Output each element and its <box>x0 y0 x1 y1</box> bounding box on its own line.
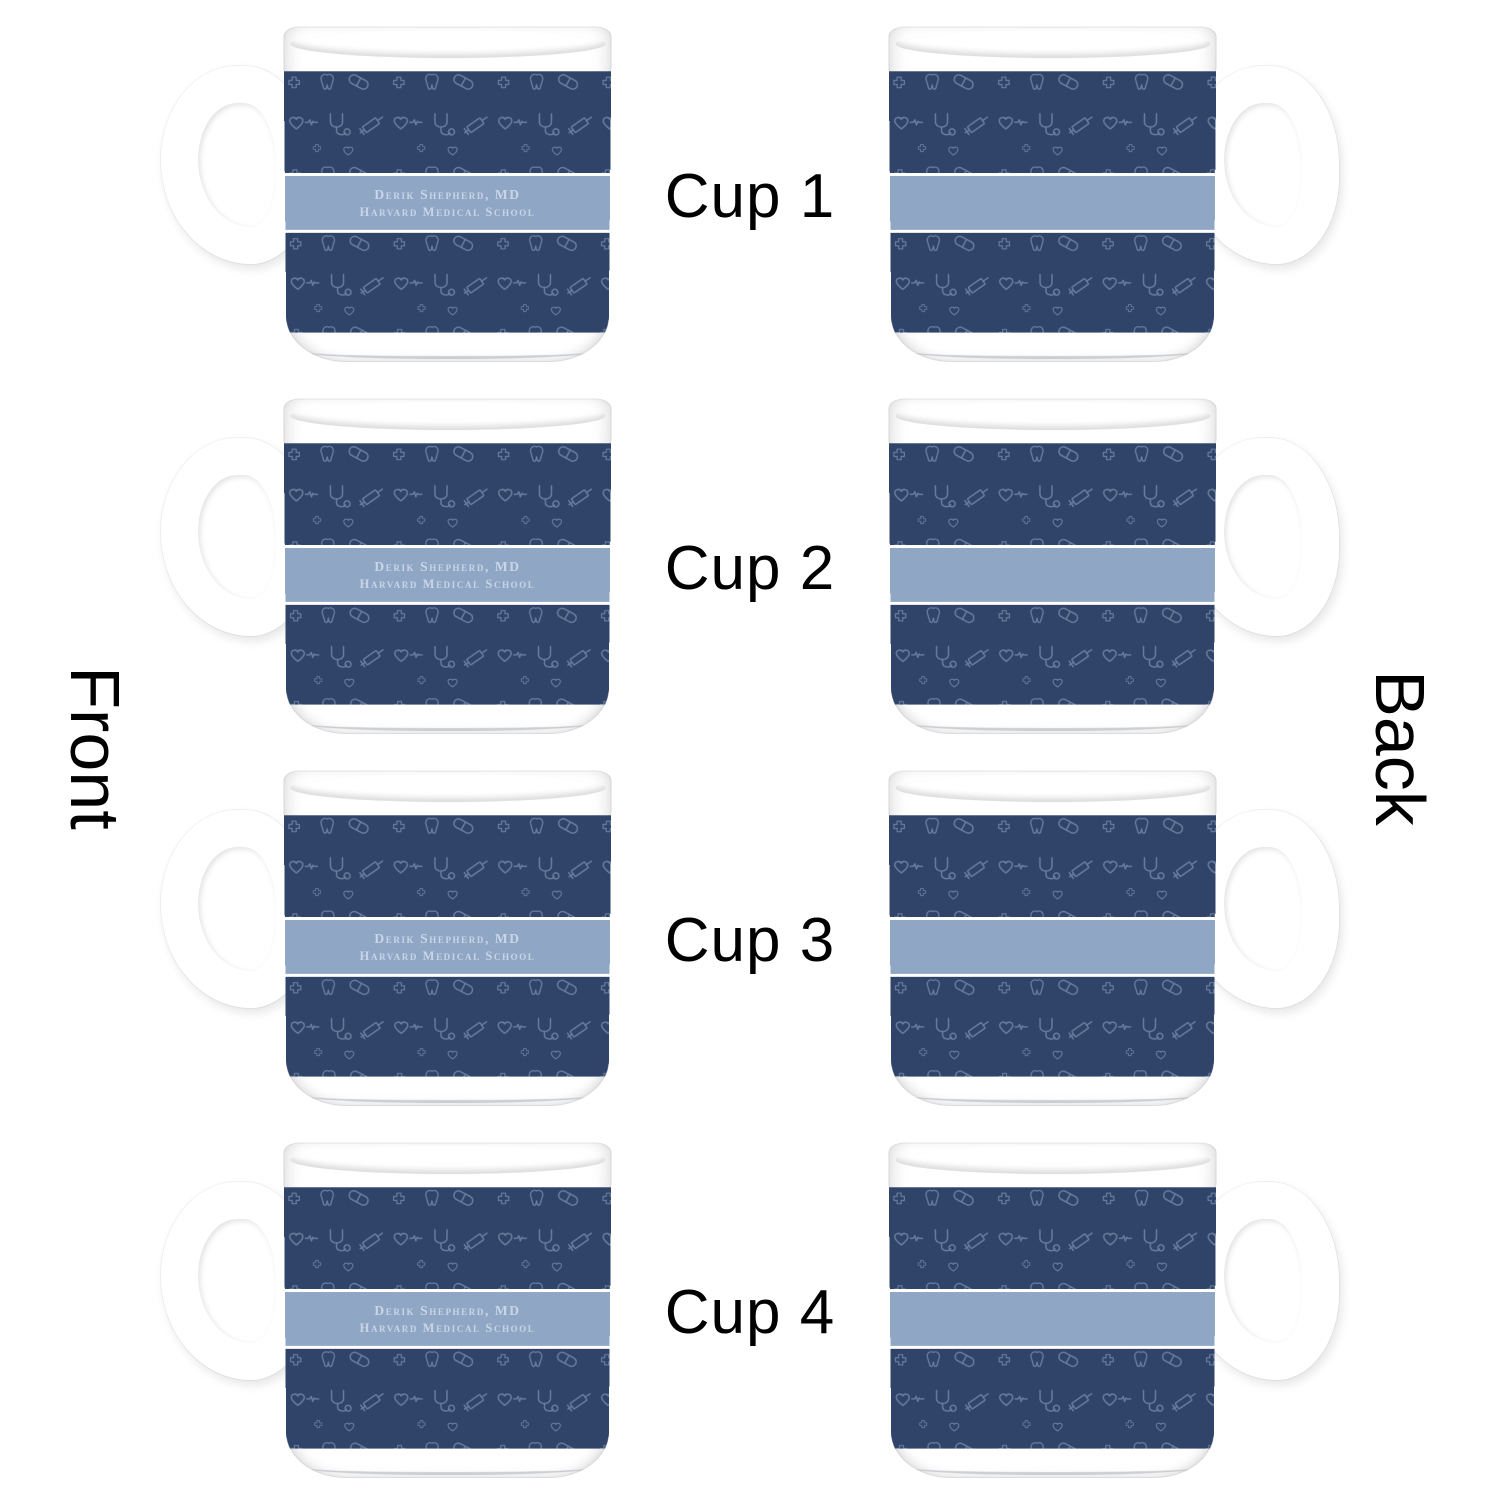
cup-base-shadow <box>911 717 1194 731</box>
medical-pattern-top <box>888 71 1216 173</box>
printed-name-text: Derik Shepherd, MD <box>374 558 520 574</box>
cup-print-area <box>888 443 1216 704</box>
printed-school-text: Harvard Medical School <box>360 204 536 219</box>
blank-stripe <box>888 545 1216 605</box>
printed-name-text: Derik Shepherd, MD <box>374 1302 520 1318</box>
medical-pattern-top <box>888 1187 1216 1289</box>
cup-base-shadow <box>306 1089 589 1103</box>
cup-print-area: Derik Shepherd, MD Harvard Medical Schoo… <box>283 71 611 332</box>
medical-pattern-bottom <box>283 976 611 1076</box>
cup-3-front-view: Derik Shepherd, MD Harvard Medical Schoo… <box>155 768 625 1113</box>
cup-print-area <box>888 815 1216 1076</box>
cup-row-4: Derik Shepherd, MD Harvard Medical Schoo… <box>0 1126 1500 1498</box>
medical-pattern-bottom <box>283 1348 611 1448</box>
name-stripe: Derik Shepherd, MD Harvard Medical Schoo… <box>283 173 611 233</box>
cup-opening <box>290 401 605 429</box>
cup-opening <box>895 1145 1210 1173</box>
name-stripe: Derik Shepherd, MD Harvard Medical Schoo… <box>283 545 611 605</box>
cup-print-area: Derik Shepherd, MD Harvard Medical Schoo… <box>283 1187 611 1448</box>
cup-body <box>888 770 1216 1105</box>
cup-row-2: Derik Shepherd, MD Harvard Medical Schoo… <box>0 382 1500 754</box>
cup-body: Derik Shepherd, MD Harvard Medical Schoo… <box>283 398 611 733</box>
cup-opening <box>290 29 605 57</box>
blank-stripe <box>888 917 1216 977</box>
medical-pattern-top <box>888 815 1216 917</box>
cup-body: Derik Shepherd, MD Harvard Medical Schoo… <box>283 770 611 1105</box>
cup-base-shadow <box>306 345 589 359</box>
cup-1-label: Cup 1 <box>625 161 875 232</box>
medical-pattern-top <box>283 71 611 173</box>
medical-pattern-top <box>283 815 611 917</box>
cup-base-shadow <box>911 1089 1194 1103</box>
cup-opening <box>290 773 605 801</box>
medical-pattern-bottom <box>283 604 611 704</box>
cup-opening <box>895 401 1210 429</box>
name-stripe: Derik Shepherd, MD Harvard Medical Schoo… <box>283 917 611 977</box>
medical-pattern-top <box>888 443 1216 545</box>
cup-2-front-view: Derik Shepherd, MD Harvard Medical Schoo… <box>155 396 625 741</box>
printed-school-text: Harvard Medical School <box>360 1320 536 1335</box>
cup-1-back-view <box>875 24 1345 369</box>
cup-3-back-view <box>875 768 1345 1113</box>
medical-pattern-bottom <box>888 1348 1216 1448</box>
cup-body: Derik Shepherd, MD Harvard Medical Schoo… <box>283 1142 611 1477</box>
cup-print-area: Derik Shepherd, MD Harvard Medical Schoo… <box>283 443 611 704</box>
cup-base-shadow <box>911 345 1194 359</box>
medical-pattern-bottom <box>888 232 1216 332</box>
medical-pattern-top <box>283 1187 611 1289</box>
printed-name-text: Derik Shepherd, MD <box>374 186 520 202</box>
cup-3-label: Cup 3 <box>625 905 875 976</box>
cup-print-area <box>888 71 1216 332</box>
cup-body <box>888 26 1216 361</box>
printed-school-text: Harvard Medical School <box>360 948 536 963</box>
medical-pattern-bottom <box>283 232 611 332</box>
cup-2-back-view <box>875 396 1345 741</box>
cup-body <box>888 1142 1216 1477</box>
cup-opening <box>895 29 1210 57</box>
cup-opening <box>290 1145 605 1173</box>
cup-body: Derik Shepherd, MD Harvard Medical Schoo… <box>283 26 611 361</box>
printed-name-text: Derik Shepherd, MD <box>374 930 520 946</box>
cup-4-front-view: Derik Shepherd, MD Harvard Medical Schoo… <box>155 1140 625 1485</box>
cup-row-3: Derik Shepherd, MD Harvard Medical Schoo… <box>0 754 1500 1126</box>
cup-base-shadow <box>306 1461 589 1475</box>
cup-4-label: Cup 4 <box>625 1277 875 1348</box>
blank-stripe <box>888 173 1216 233</box>
cup-4-back-view <box>875 1140 1345 1485</box>
cup-base-shadow <box>306 717 589 731</box>
medical-pattern-bottom <box>888 604 1216 704</box>
cup-print-area <box>888 1187 1216 1448</box>
blank-stripe <box>888 1289 1216 1349</box>
cup-base-shadow <box>911 1461 1194 1475</box>
cup-opening <box>895 773 1210 801</box>
cup-1-front-view: Derik Shepherd, MD Harvard Medical Schoo… <box>155 24 625 369</box>
medical-pattern-top <box>283 443 611 545</box>
printed-school-text: Harvard Medical School <box>360 576 536 591</box>
cup-print-area: Derik Shepherd, MD Harvard Medical Schoo… <box>283 815 611 1076</box>
name-stripe: Derik Shepherd, MD Harvard Medical Schoo… <box>283 1289 611 1349</box>
cup-row-1: Derik Shepherd, MD Harvard Medical Schoo… <box>0 10 1500 382</box>
cup-2-label: Cup 2 <box>625 533 875 604</box>
cup-body <box>888 398 1216 733</box>
medical-pattern-bottom <box>888 976 1216 1076</box>
